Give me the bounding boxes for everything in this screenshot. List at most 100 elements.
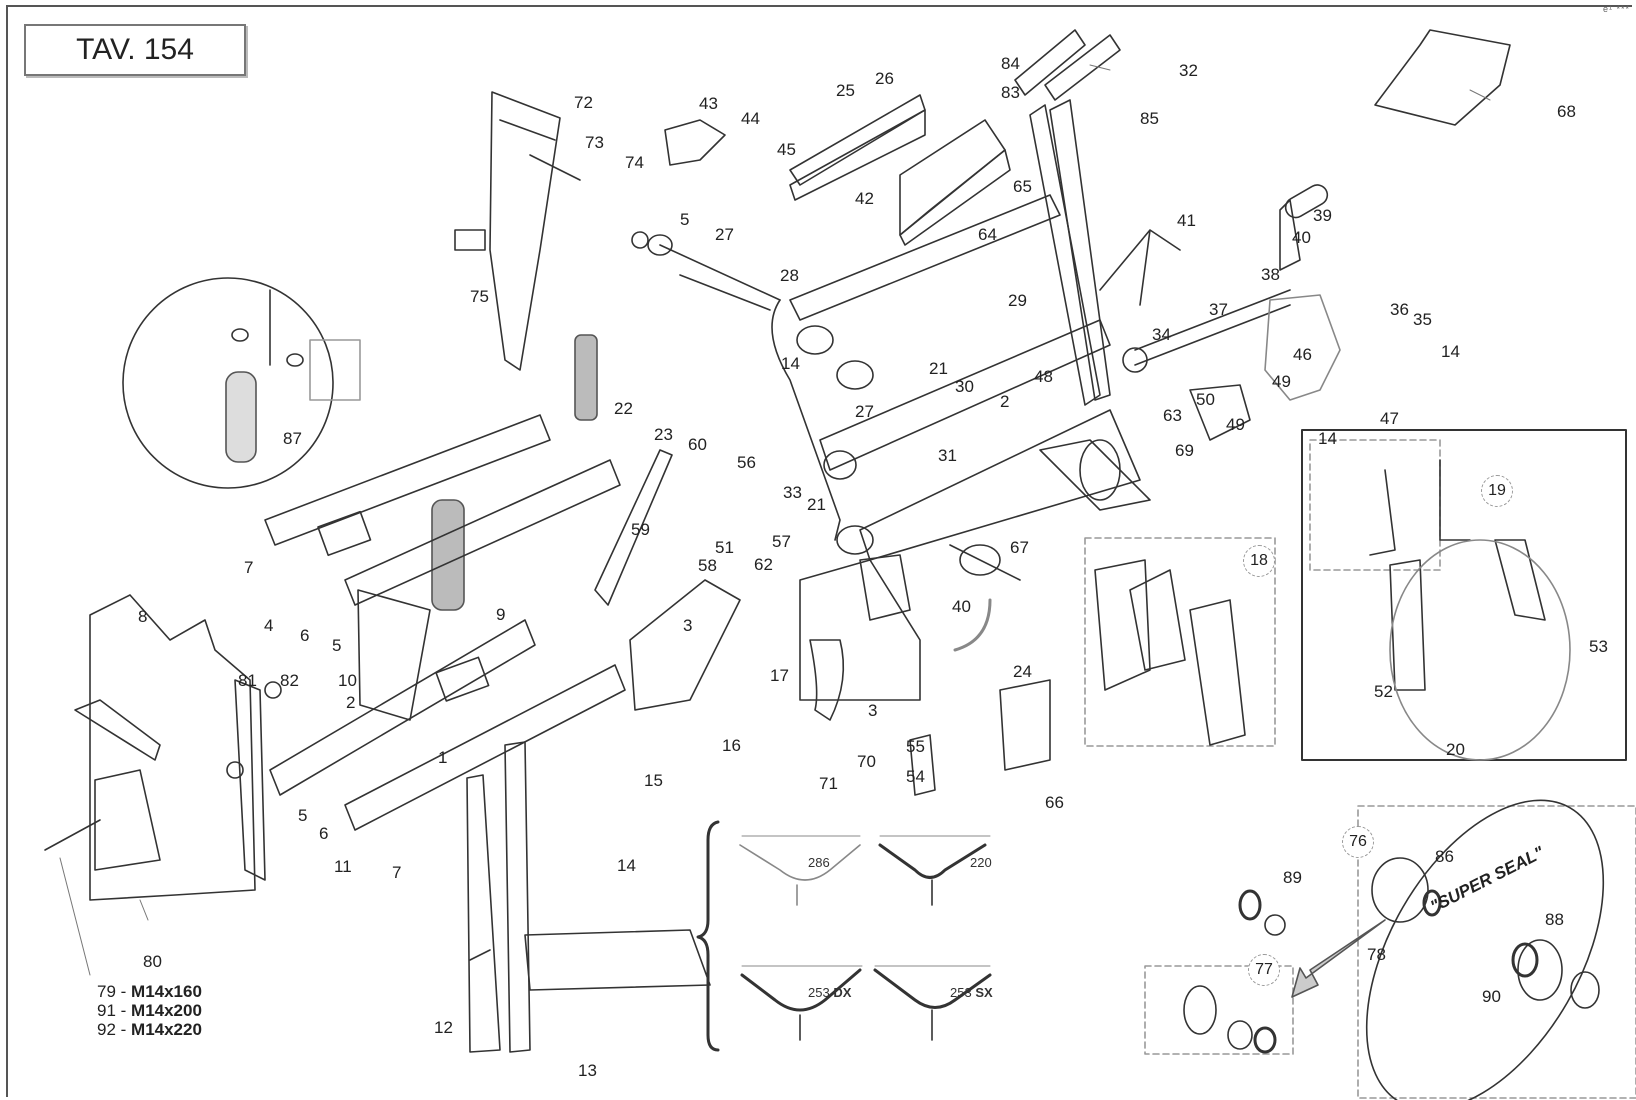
label-14-lower: 14 [617, 856, 636, 875]
label-7-upper: 7 [244, 558, 254, 577]
label-74: 74 [625, 153, 644, 172]
group-19-20-box [1301, 429, 1627, 761]
label-78: 78 [1367, 945, 1386, 964]
label-83: 83 [1001, 83, 1020, 102]
parallel-linkage [264, 414, 626, 831]
depth-bars [466, 741, 711, 1053]
label-41: 41 [1177, 211, 1196, 230]
label-27-mid: 27 [855, 402, 874, 421]
part-78-disc [1365, 799, 1605, 1100]
label-29: 29 [1008, 291, 1027, 310]
label-73: 73 [585, 133, 604, 152]
label-3-left: 3 [683, 616, 693, 635]
bolt-spec-row: 92 - M14x220 [97, 1020, 202, 1039]
label-68: 68 [1557, 102, 1576, 121]
part-68 [1374, 29, 1511, 126]
crank-assembly [1099, 184, 1341, 441]
drawing-frame [6, 5, 1632, 1097]
label-5-lower: 5 [298, 806, 308, 825]
label-39: 39 [1313, 206, 1332, 225]
label-32: 32 [1179, 61, 1198, 80]
group-label-77: 77 [1248, 954, 1280, 986]
label-70: 70 [857, 752, 876, 771]
label-85: 85 [1140, 109, 1159, 128]
label-8: 8 [138, 607, 148, 626]
group-19-box [1309, 439, 1441, 571]
dimension-253-dx: 253 DX [808, 985, 852, 1000]
label-16: 16 [722, 736, 741, 755]
part-72-shield [454, 91, 581, 371]
label-4: 4 [264, 616, 274, 635]
label-33: 33 [783, 483, 802, 502]
label-50: 50 [1196, 390, 1215, 409]
label-22: 22 [614, 399, 633, 418]
label-3-right: 3 [868, 701, 878, 720]
group-label-19: 19 [1481, 475, 1513, 507]
label-38: 38 [1261, 265, 1280, 284]
label-20: 20 [1446, 740, 1465, 759]
label-30: 30 [955, 377, 974, 396]
label-52: 52 [1374, 682, 1393, 701]
label-5-mid: 5 [332, 636, 342, 655]
label-27-top: 27 [715, 225, 734, 244]
label-54: 54 [906, 767, 925, 786]
part-70 [809, 639, 845, 721]
label-60: 60 [688, 435, 707, 454]
leader-lines [59, 64, 1491, 976]
label-34: 34 [1152, 325, 1171, 344]
label-40-top: 40 [1292, 228, 1311, 247]
label-43: 43 [699, 94, 718, 113]
label-62: 62 [754, 555, 773, 574]
label-71: 71 [819, 774, 838, 793]
label-58: 58 [698, 556, 717, 575]
group-76-box [1357, 805, 1636, 1099]
label-10: 10 [338, 671, 357, 690]
brace [696, 820, 720, 1052]
group-label-18: 18 [1243, 545, 1275, 577]
label-21-lower: 21 [807, 495, 826, 514]
label-21-upper: 21 [929, 359, 948, 378]
label-36: 36 [1390, 300, 1409, 319]
label-87: 87 [283, 429, 302, 448]
label-59: 59 [631, 520, 650, 539]
dimension-286: 286 [808, 855, 830, 870]
label-81: 81 [238, 671, 257, 690]
label-48: 48 [1034, 367, 1053, 386]
label-28: 28 [780, 266, 799, 285]
label-75: 75 [470, 287, 489, 306]
label-69: 69 [1175, 441, 1194, 460]
springs [431, 334, 598, 611]
bolt-spec-note: 79 - M14x160 91 - M14x200 92 - M14x220 [97, 982, 202, 1039]
label-14-center: 14 [781, 354, 800, 373]
label-1: 1 [438, 748, 448, 767]
part-67 [949, 544, 1021, 581]
detail-circle-spring [122, 277, 361, 489]
label-17: 17 [770, 666, 789, 685]
label-84: 84 [1001, 54, 1020, 73]
label-51: 51 [715, 538, 734, 557]
label-65: 65 [1013, 177, 1032, 196]
direction-arrow [1291, 919, 1386, 998]
label-7-lower: 7 [392, 863, 402, 882]
main-frame [631, 29, 1151, 701]
label-72: 72 [574, 93, 593, 112]
label-66: 66 [1045, 793, 1064, 812]
label-45: 45 [777, 140, 796, 159]
label-53: 53 [1589, 637, 1608, 656]
label-2-upper: 2 [1000, 392, 1010, 411]
group-18-parts [1094, 559, 1246, 746]
label-40-lower: 40 [952, 597, 971, 616]
label-5-top: 5 [680, 210, 690, 229]
part-44 [664, 119, 726, 166]
label-15: 15 [644, 771, 663, 790]
label-55: 55 [906, 737, 925, 756]
rotation-arrow [953, 598, 992, 652]
part-16 [629, 579, 741, 711]
label-90: 90 [1482, 987, 1501, 1006]
label-89: 89 [1283, 868, 1302, 887]
label-67: 67 [1010, 538, 1029, 557]
label-6-lower: 6 [319, 824, 329, 843]
label-23: 23 [654, 425, 673, 444]
group-77-parts [1183, 985, 1277, 1054]
